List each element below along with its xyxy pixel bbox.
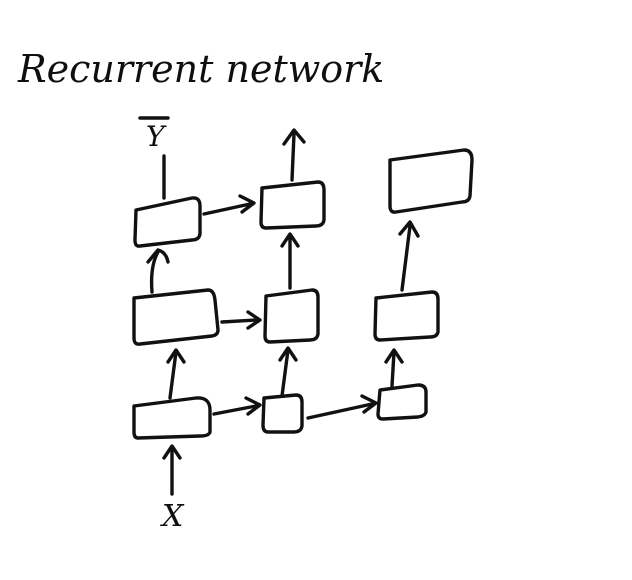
arrow-c1-r2-to-r3-head [146,248,170,264]
arrow-c1-r2-to-r3 [149,250,160,294]
cell-r2-c3 [373,290,440,342]
arrow-r1-c2-to-c3-head [360,394,378,414]
arrow-r2-c1-to-c2-head [246,310,262,330]
arrow-c2-r1-to-r2-head [278,346,298,362]
arrow-c3-r1-to-r2-head [384,348,404,364]
input-arrow-head [162,444,182,460]
arrow-r1-c2-to-c3 [306,402,374,420]
cell-r2-c2 [263,288,320,344]
cell-r3-c2 [259,180,326,230]
arrow-c1-r1-to-r2-head [166,348,186,364]
cell-r1-c3 [376,383,428,421]
arrow-c1-r1-to-r2 [168,350,178,400]
arrow-c2-output [290,132,296,182]
cell-r2-c1 [132,288,220,346]
arrow-c2-output-head [282,128,306,146]
arrow-c3-r2-to-r3 [400,224,412,292]
arrow-c2-r1-to-r2 [280,348,290,398]
input-label: X [160,499,185,534]
arrow-c3-r1-to-r2 [390,350,396,388]
arrow-c2-r2-to-r3-head [280,232,300,248]
output-label: Y [146,120,167,153]
diagram-title: Recurrent network [17,47,384,91]
cell-r1-c1 [132,396,212,440]
cell-r1-c2 [261,393,304,434]
arrow-r1-c1-to-c2-head [244,396,262,416]
arrow-r3-c1-to-c2 [202,202,252,216]
arrow-r1-c1-to-c2 [212,404,258,416]
arrow-r3-c1-to-c2-head [238,194,256,214]
arrow-r2-c1-to-c2 [220,318,258,324]
arrow-c3-r2-to-r3-head [398,220,420,238]
cell-r3-c1 [133,196,202,248]
cell-r3-c3 [388,148,474,214]
